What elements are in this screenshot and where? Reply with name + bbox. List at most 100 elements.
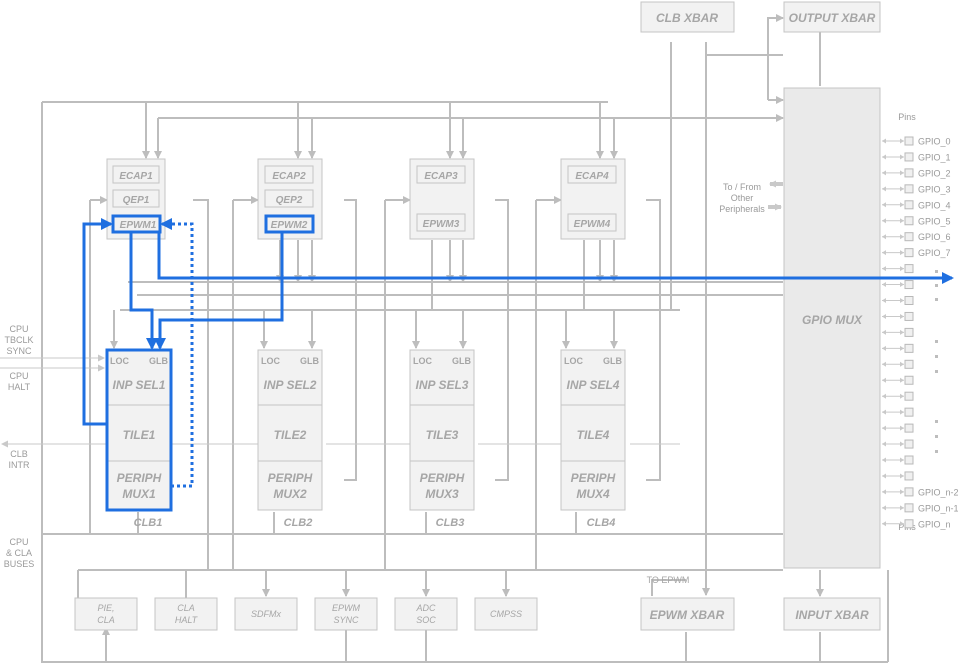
pin-arrow-right-icon — [900, 170, 904, 176]
pin-pad — [904, 375, 914, 385]
to-from-label: To / From Other Peripherals — [719, 182, 765, 214]
clb2-loc-label: LOC — [261, 356, 280, 366]
clb3-mux-label: MUX3 — [425, 487, 459, 501]
clb1-mux-label: MUX1 — [122, 487, 156, 501]
clb4-periph-label: PERIPH — [571, 471, 616, 485]
pin-pad — [904, 455, 914, 465]
clb-tile-3: LOC GLB INP SEL3 TILE3 PERIPH MUX3 CLB3 — [409, 349, 475, 529]
clb1-tile-label: TILE1 — [123, 428, 156, 442]
pin-pad — [904, 311, 914, 321]
pin-arrow-right-icon — [900, 473, 904, 479]
gpio-pin-label: GPIO_0 — [918, 137, 951, 147]
clb2-periph-label: PERIPH — [268, 471, 313, 485]
pin-arrow-left-icon — [882, 202, 886, 208]
clb2-tile-label: TILE2 — [274, 428, 307, 442]
clb2-name: CLB2 — [284, 517, 313, 529]
clb3-glb-label: GLB — [452, 356, 471, 366]
peripheral-group-3: ECAP3 EPWM3 — [409, 158, 475, 240]
buses-1: CPU — [9, 537, 28, 547]
pin-arrow-left-icon — [882, 505, 886, 511]
pin-arrow-right-icon — [900, 457, 904, 463]
left-labels: CPU TBCLK SYNC CPU HALT CLB INTR CPU & C… — [4, 324, 35, 569]
epwm4-label: EPWM4 — [574, 219, 611, 230]
pin-arrow-right-icon — [900, 250, 904, 256]
bottom-block-cmpss: CMPSS — [474, 597, 538, 631]
clb2-glb-label: GLB — [300, 356, 319, 366]
cpu-tbclk-3: SYNC — [6, 346, 32, 356]
pin-arrow-left-icon — [882, 409, 886, 415]
pin-arrow-left-icon — [882, 425, 886, 431]
pin-arrow-right-icon — [900, 154, 904, 160]
pin-arrow-right-icon — [900, 521, 904, 527]
bottom-block-sdfm: SDFMx — [234, 597, 298, 631]
gpio-pin-label: GPIO_n-1 — [918, 503, 958, 513]
gpio-mux-label: GPIO MUX — [802, 313, 863, 327]
to-epwm-label: TO EPWM — [647, 575, 690, 585]
clb3-inpsel-label: INP SEL3 — [416, 378, 469, 392]
epwm3-label: EPWM3 — [423, 219, 460, 230]
clb-tile-2: LOC GLB INP SEL2 TILE2 PERIPH MUX2 CLB2 — [257, 349, 323, 529]
pin-arrow-left-icon — [882, 521, 886, 527]
cpu-tbclk-1: CPU — [9, 324, 28, 334]
qep2-label: QEP2 — [276, 195, 303, 206]
cpu-halt-1: CPU — [9, 371, 28, 381]
peripheral-group-4: ECAP4 EPWM4 — [560, 158, 626, 240]
pin-pad — [904, 343, 914, 353]
epwm-sync-l2: SYNC — [333, 615, 359, 625]
pin-pad — [904, 280, 914, 290]
ecap1-label: ECAP1 — [119, 171, 153, 182]
clb-intr-1: CLB — [10, 449, 28, 459]
clb4-inpsel-label: INP SEL4 — [567, 378, 620, 392]
pins-column: Pins Pins GPIO_0GPIO_1GPIO_2GPIO_3GPIO_4… — [882, 112, 958, 532]
pin-arrow-right-icon — [900, 138, 904, 144]
pin-arrow-left-icon — [882, 457, 886, 463]
adc-soc-l1: ADC — [415, 603, 436, 613]
clb4-glb-label: GLB — [603, 356, 622, 366]
pin-pad — [904, 216, 914, 226]
pin-pad — [904, 471, 914, 481]
clb1-name: CLB1 — [134, 517, 163, 529]
pin-arrow-right-icon — [900, 266, 904, 272]
pin-arrow-left-icon — [882, 138, 886, 144]
pin-pad — [904, 503, 914, 513]
bottom-block-adc-soc: ADC SOC — [394, 597, 458, 631]
pin-arrow-left-icon — [882, 298, 886, 303]
output-xbar-label: OUTPUT XBAR — [789, 11, 876, 25]
epwm-sync-l1: EPWM — [332, 603, 361, 613]
clb4-name: CLB4 — [587, 517, 616, 529]
pin-arrow-left-icon — [882, 473, 886, 479]
grey-wiring — [0, 14, 889, 663]
pin-arrow-left-icon — [882, 489, 886, 495]
output-xbar-block: OUTPUT XBAR — [783, 1, 881, 33]
epwm-xbar-block: EPWM XBAR — [640, 597, 735, 631]
clb3-name: CLB3 — [436, 517, 465, 529]
highlighted-signal-paths — [82, 214, 954, 512]
buses-3: BUSES — [4, 559, 35, 569]
pin-pad — [904, 391, 914, 401]
gpio-pin-label: GPIO_4 — [918, 200, 951, 210]
pin-arrow-right-icon — [900, 361, 904, 367]
pin-arrow-right-icon — [900, 345, 904, 351]
clb2-inpsel-label: INP SEL2 — [264, 378, 317, 392]
cpu-tbclk-2: TBCLK — [4, 335, 33, 345]
clb3-periph-label: PERIPH — [420, 471, 465, 485]
pin-pad — [904, 136, 914, 146]
qep1-label: QEP1 — [123, 195, 150, 206]
clb-xbar-label: CLB XBAR — [656, 11, 718, 25]
sdfm-l1: SDFMx — [251, 609, 281, 619]
gpio-pin-label: GPIO_n-2 — [918, 487, 958, 497]
to-from-l3: Peripherals — [719, 204, 765, 214]
clb-xbar-block: CLB XBAR — [640, 1, 735, 33]
pie-cla-l1: PIE, — [97, 603, 114, 613]
gpio-pin-label: GPIO_7 — [918, 248, 951, 258]
input-xbar-block: INPUT XBAR — [783, 597, 881, 631]
pin-arrow-left-icon — [882, 170, 886, 176]
pin-arrow-right-icon — [900, 234, 904, 240]
pin-arrow-left-icon — [882, 329, 886, 335]
gpio-pin-label: GPIO_n — [918, 519, 951, 529]
epwm2-label: EPWM2 — [271, 220, 308, 231]
clb2-mux-label: MUX2 — [273, 487, 307, 501]
pin-pad — [904, 407, 914, 417]
gpio-mux-block: GPIO MUX — [783, 87, 881, 569]
clb4-tile-label: TILE4 — [577, 428, 610, 442]
